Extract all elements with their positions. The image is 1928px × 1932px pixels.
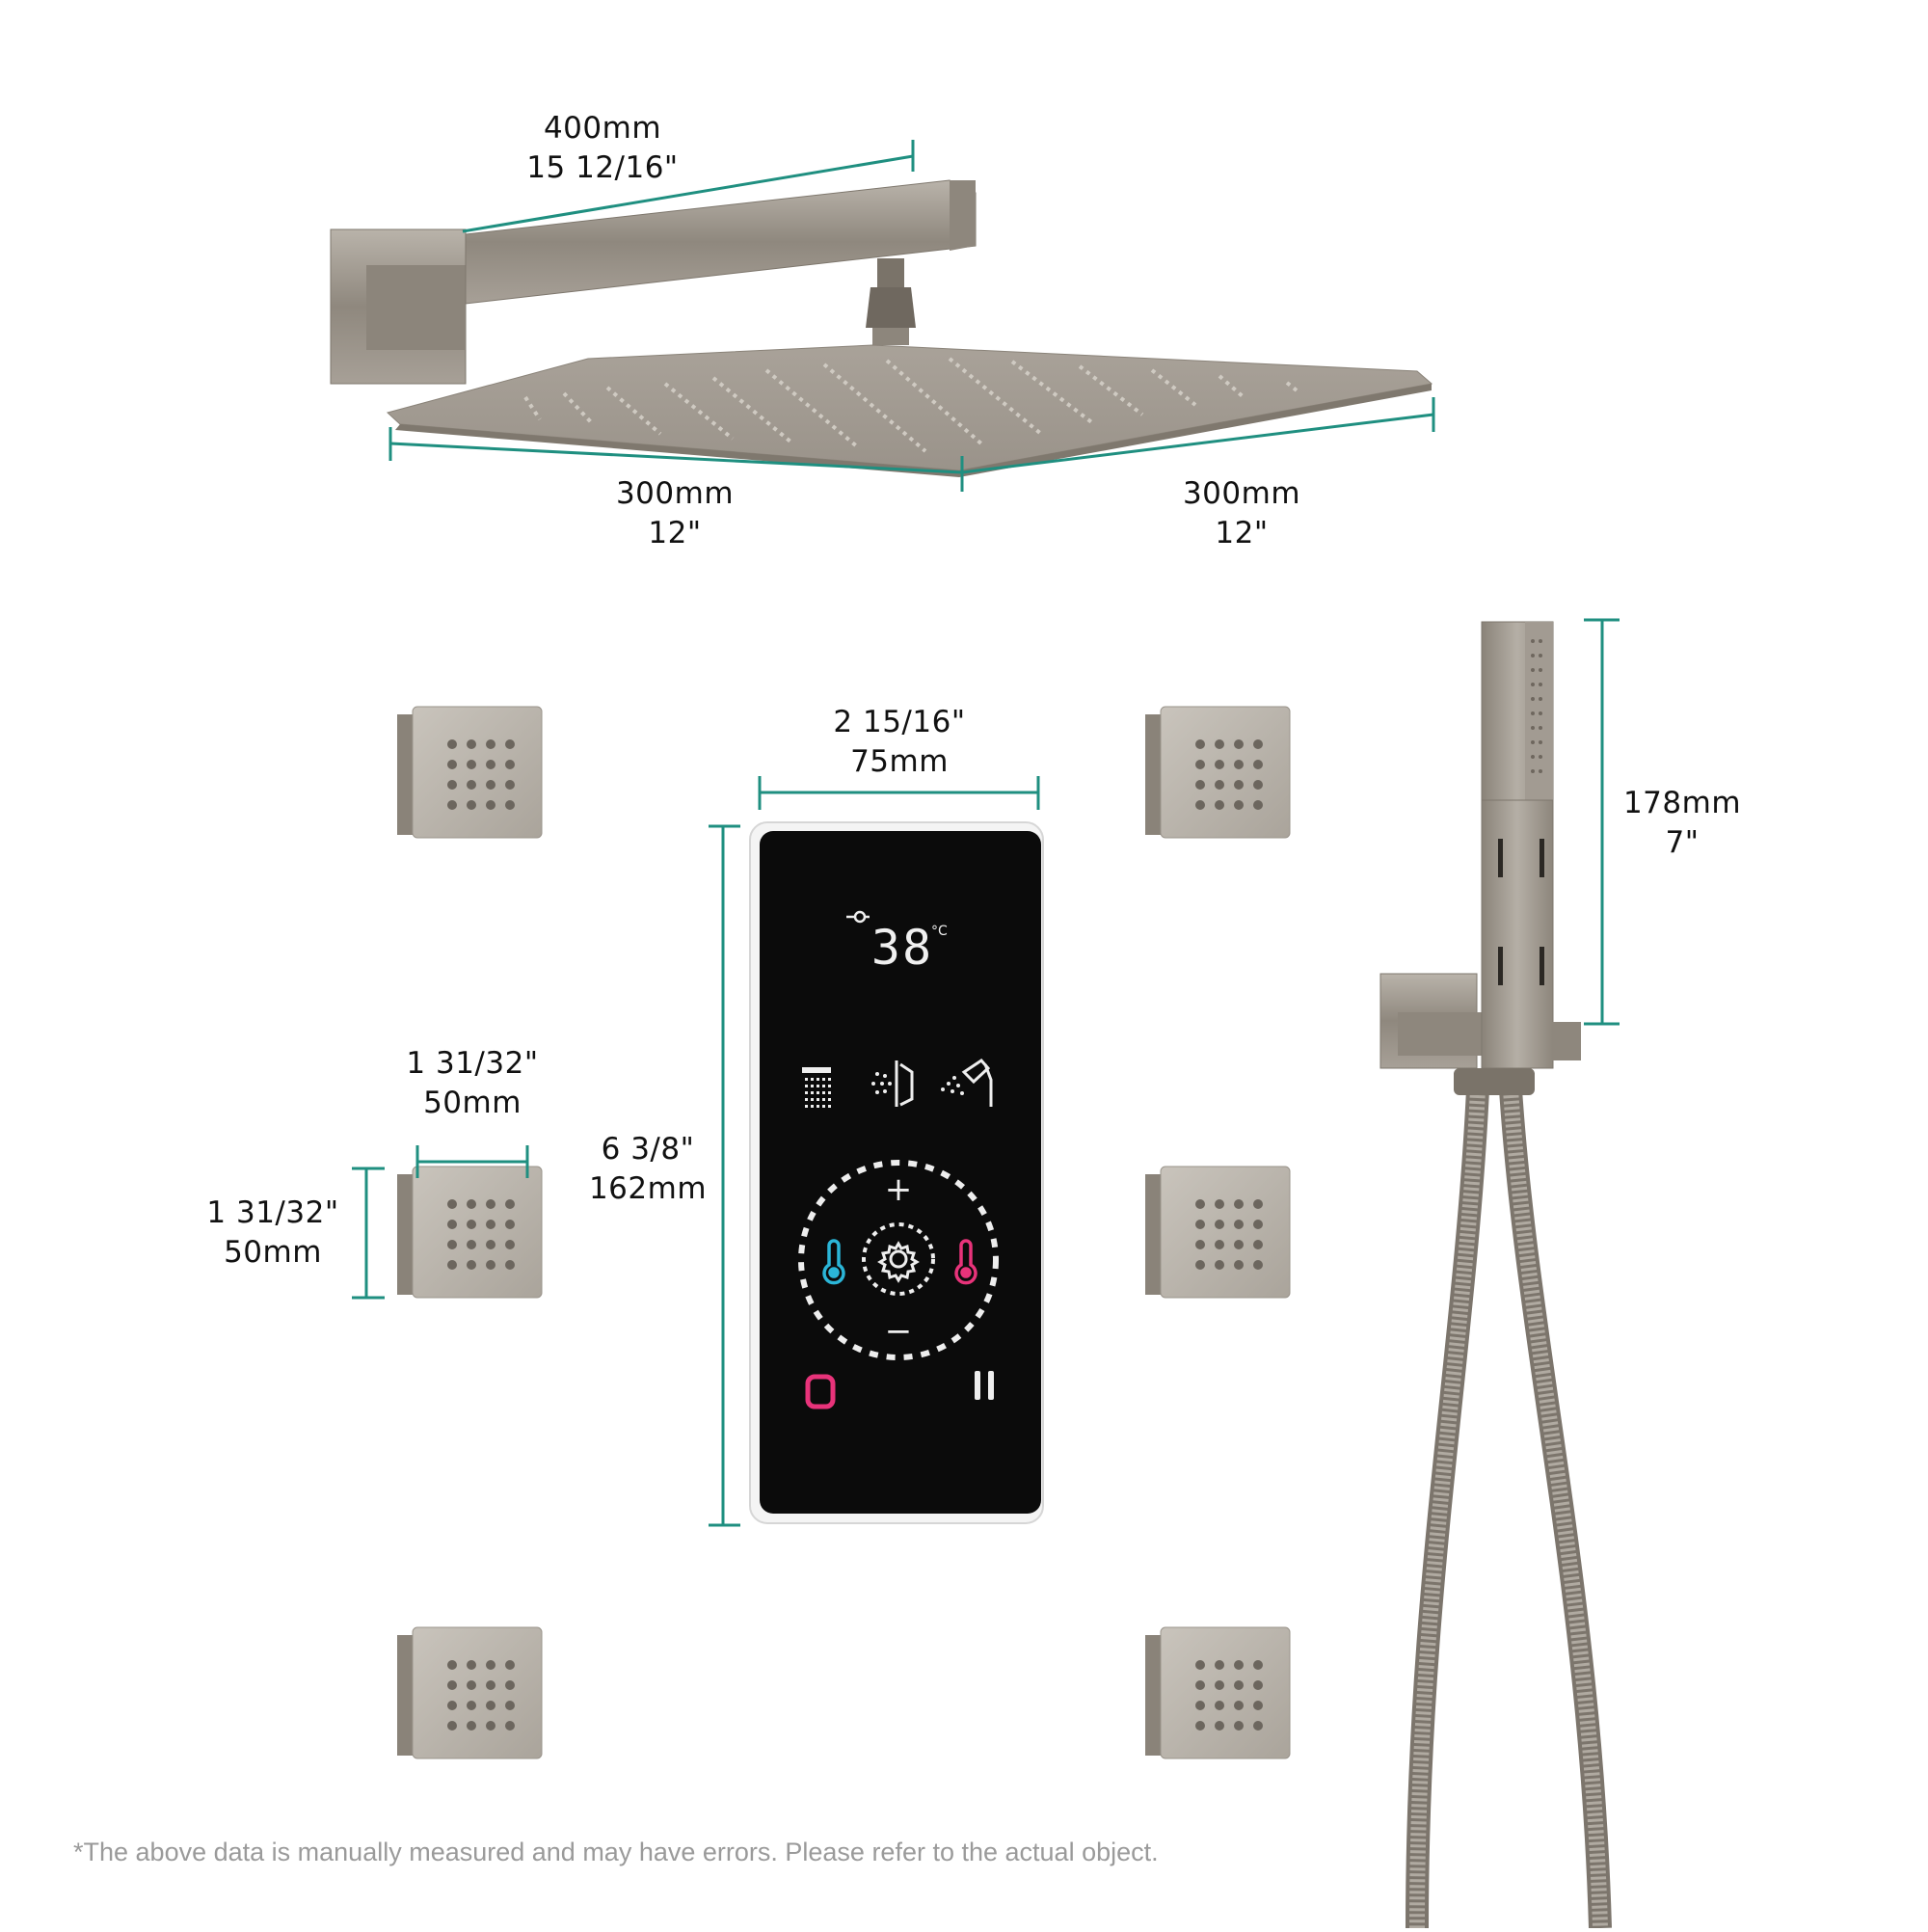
body-jet-middle-right xyxy=(1145,1166,1291,1299)
dim-head-left-imperial: 12" xyxy=(648,516,702,550)
temperature-sensor-icon xyxy=(846,910,870,924)
increase-temp-button[interactable]: + xyxy=(885,1170,913,1209)
rain-shower-head xyxy=(330,179,1433,477)
body-jets xyxy=(397,706,1291,1759)
dim-head-right-imperial: 12" xyxy=(1215,516,1269,550)
body-jet-top-right xyxy=(1145,706,1291,839)
dim-label-head-left: 300mm 12" xyxy=(578,474,771,553)
disclaimer-footnote: *The above data is manually measured and… xyxy=(73,1838,1159,1866)
handheld-shower xyxy=(1379,621,1612,1929)
temperature-readout: 38 xyxy=(870,920,934,976)
hose-right xyxy=(1503,1088,1608,1929)
settings-gear-icon[interactable] xyxy=(877,1241,920,1283)
dim-arm-imperial: 15 12/16" xyxy=(526,150,679,185)
decrease-temp-button[interactable]: − xyxy=(885,1312,913,1351)
dimension-lines-handheld xyxy=(1584,618,1620,1026)
center-dial-ring xyxy=(862,1222,935,1296)
body-jet-bottom-right xyxy=(1145,1626,1291,1759)
arm-connector xyxy=(877,258,904,287)
rain-shower-icon[interactable] xyxy=(802,1067,831,1108)
shower-head-nozzles xyxy=(523,357,1299,453)
hose-connector xyxy=(1454,1068,1535,1095)
handheld-spray-holes xyxy=(1531,639,1542,773)
dim-handheld-imperial: 7" xyxy=(1665,825,1700,860)
dim-panel-width-metric: 75mm xyxy=(850,744,949,779)
temperature-unit: °C xyxy=(931,924,948,939)
dim-label-panel-width: 2 15/16" 75mm xyxy=(793,703,1005,782)
dim-label-jet-height: 1 31/32" 50mm xyxy=(181,1194,364,1273)
dim-handheld-metric: 178mm xyxy=(1622,786,1742,820)
dim-head-left-metric: 300mm xyxy=(615,476,735,511)
hose-left xyxy=(1409,1088,1486,1929)
dimension-lines-top xyxy=(388,140,1435,492)
body-jet-middle-left xyxy=(397,1166,543,1299)
dim-panel-height-imperial: 6 3/8" xyxy=(601,1132,695,1167)
dim-line-head-right xyxy=(961,413,1434,474)
panel-screen xyxy=(760,831,1041,1514)
dimension-lines-jet xyxy=(352,1145,529,1300)
body-jet-top-left xyxy=(397,706,543,839)
dim-arm-metric: 400mm xyxy=(543,111,662,146)
dim-head-right-metric: 300mm xyxy=(1182,476,1301,511)
dim-jet-width-metric: 50mm xyxy=(423,1086,522,1120)
power-icon[interactable] xyxy=(805,1374,836,1409)
digital-control-panel: + − xyxy=(749,821,1044,1524)
dim-label-handheld-height: 178mm 7" xyxy=(1605,784,1759,863)
dim-label-arm: 400mm 15 12/16" xyxy=(482,109,723,188)
dim-line-arm xyxy=(462,154,914,233)
handle-slots xyxy=(1498,839,1544,985)
hot-thermometer-icon[interactable] xyxy=(954,1239,977,1285)
cold-thermometer-icon[interactable] xyxy=(822,1239,845,1285)
jet-holes xyxy=(447,739,515,810)
dim-line-head-left xyxy=(389,442,963,474)
flange-inner xyxy=(366,265,466,350)
dim-panel-height-metric: 162mm xyxy=(588,1171,708,1206)
shower-arm-end xyxy=(950,180,976,251)
hose-left-outline xyxy=(1406,1088,1489,1929)
body-jet-bottom-left xyxy=(397,1626,543,1759)
dim-jet-height-metric: 50mm xyxy=(224,1235,322,1270)
body-spray-icon[interactable] xyxy=(871,1060,914,1107)
dimension-lines-panel xyxy=(709,776,1040,1527)
handheld-shower-icon[interactable] xyxy=(941,1059,993,1107)
dim-jet-width-imperial: 1 31/32" xyxy=(406,1046,539,1081)
dim-label-head-right: 300mm 12" xyxy=(1145,474,1338,553)
dim-panel-width-imperial: 2 15/16" xyxy=(833,705,966,739)
arm-nut xyxy=(866,287,916,328)
handheld-head-side xyxy=(1525,622,1553,800)
pause-icon[interactable] xyxy=(975,1371,994,1400)
arm-swivel xyxy=(872,328,909,345)
dim-label-panel-height: 6 3/8" 162mm xyxy=(571,1130,725,1209)
dim-jet-height-imperial: 1 31/32" xyxy=(206,1195,339,1230)
dim-label-jet-width: 1 31/32" 50mm xyxy=(381,1044,564,1123)
temperature-dial-ring[interactable] xyxy=(798,1160,999,1360)
holder-clip xyxy=(1552,1022,1581,1060)
